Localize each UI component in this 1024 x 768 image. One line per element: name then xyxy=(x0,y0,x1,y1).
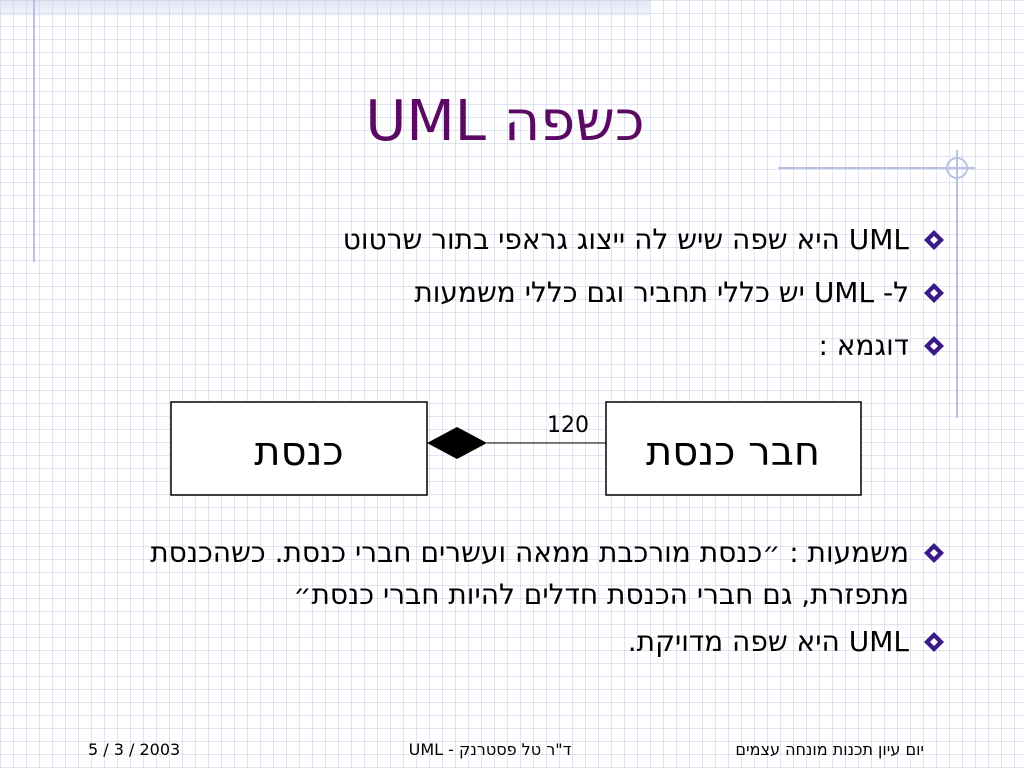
diamond-bullet-icon xyxy=(924,336,944,356)
bullet-item: ל- UML יש כללי תחביר וגם כללי משמעות xyxy=(49,272,949,314)
bullet-text: UML היא שפה שיש לה ייצוג גראפי בתור שרטו… xyxy=(342,223,909,256)
bullet-list-top: UML היא שפה שיש לה ייצוג גראפי בתור שרטו… xyxy=(49,219,949,378)
filled-diamond-icon xyxy=(427,427,487,459)
diamond-bullet-icon xyxy=(924,632,944,652)
multiplicity-label: 120 xyxy=(547,413,589,438)
diamond-bullet-icon xyxy=(924,230,944,250)
footer-author: ד"ר טל פסטרנק - UML xyxy=(408,740,572,759)
slide-title: כשפה UML xyxy=(365,89,645,154)
crosshair-ring-icon xyxy=(946,157,968,179)
bullet-list-bottom: משמעות : ״כנסת מורכבת ממאה ועשרים חברי כ… xyxy=(49,532,949,668)
bullet-item: דוגמא : xyxy=(49,325,949,367)
diamond-bullet-icon xyxy=(924,283,944,303)
bullet-text: דוגמא : xyxy=(818,329,909,362)
bullet-text: משמעות : ״כנסת מורכבת ממאה ועשרים חברי כ… xyxy=(150,536,909,611)
bullet-item: משמעות : ״כנסת מורכבת ממאה ועשרים חברי כ… xyxy=(49,532,949,616)
class-box-knesset xyxy=(170,401,428,496)
bullet-item: UML היא שפה שיש לה ייצוג גראפי בתור שרטו… xyxy=(49,219,949,261)
diamond-bullet-icon xyxy=(924,543,944,563)
bullet-item: UML היא שפה מדויקת. xyxy=(49,621,949,663)
class-label-member: חבר כנסת xyxy=(646,429,820,475)
class-box-member xyxy=(605,401,862,496)
class-label-knesset: כנסת xyxy=(254,429,343,475)
footer-course: יום עיון תכנות מונחה עצמים xyxy=(735,740,924,759)
bullet-text: UML היא שפה מדויקת. xyxy=(627,625,909,658)
bullet-text: ל- UML יש כללי תחביר וגם כללי משמעות xyxy=(414,276,909,309)
footer-date: 5 / 3 / 2003 xyxy=(88,740,181,759)
top-decoration-bar xyxy=(0,0,650,16)
